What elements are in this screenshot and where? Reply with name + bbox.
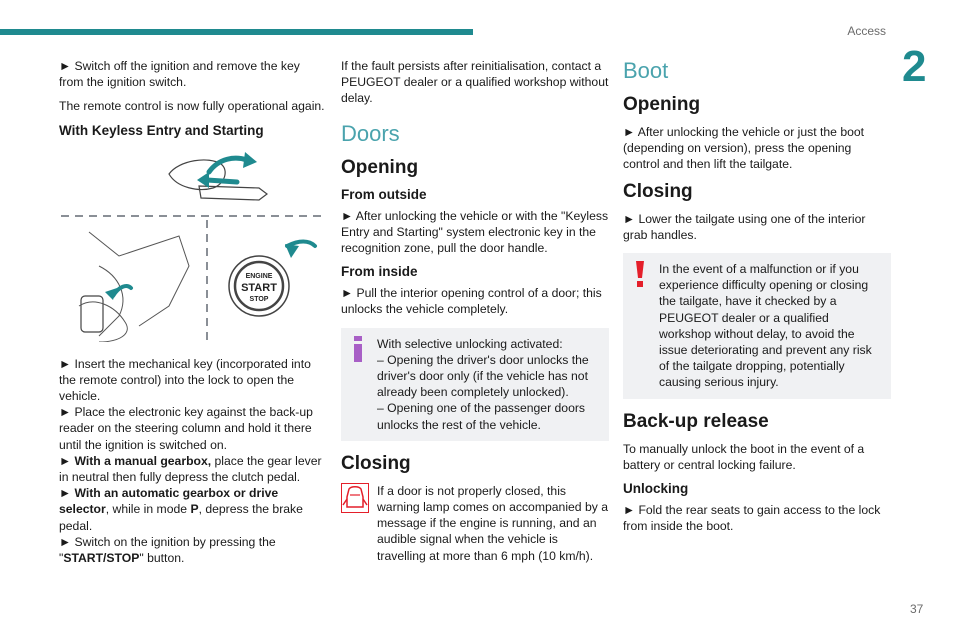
- button-label-start: START: [241, 282, 277, 294]
- section-title: Access: [847, 24, 886, 38]
- text: ► Switch on the ignition by pressing the…: [59, 534, 276, 566]
- bold-text: ► With an automatic gearbox or drive sel…: [59, 486, 279, 517]
- paragraph: If the fault persists after reinitialisa…: [341, 59, 609, 106]
- exclamation-warning-icon: [633, 261, 647, 292]
- note-line: With selective unlocking activated:: [377, 336, 563, 351]
- bold-text: START/STOP: [63, 551, 140, 566]
- paragraph: ► Pull the interior opening control of a…: [341, 286, 602, 317]
- bold-text: ► With a manual gearbox,: [59, 453, 212, 468]
- keyless-start-illustration: ENGINE START STOP: [59, 146, 327, 343]
- subheading-inside: From inside: [341, 264, 418, 280]
- paragraph: ► Fold the rear seats to gain access to …: [623, 503, 881, 534]
- chapter-number: 2: [902, 42, 927, 91]
- column-2: If the fault persists after reinitialisa…: [341, 58, 609, 572]
- heading-doors: Doors: [341, 120, 400, 146]
- button-label-engine: ENGINE: [246, 273, 273, 280]
- paragraph: ► With an automatic gearbox or drive sel…: [59, 485, 327, 534]
- paragraph: To manually unlock the boot in the event…: [623, 441, 865, 472]
- warning-text: In the event of a malfunction or if you …: [659, 262, 872, 390]
- column-1: ► Switch off the ignition and remove the…: [59, 58, 327, 574]
- heading-backup-release: Back-up release: [623, 410, 769, 432]
- paragraph: The remote control is now fully operatio…: [59, 99, 325, 114]
- paragraph: If a door is not properly closed, this w…: [377, 483, 609, 563]
- bold-text: P: [190, 502, 199, 517]
- heading-opening: Opening: [341, 156, 419, 178]
- door-warning: If a door is not properly closed, this w…: [341, 482, 609, 564]
- door-open-warning-lamp-icon: [341, 482, 369, 518]
- column-3: Boot Opening ► After unlocking the vehic…: [623, 58, 891, 542]
- button-label-stop: STOP: [250, 296, 269, 303]
- paragraph: ► Switch off the ignition and remove the…: [59, 59, 300, 90]
- text: , depress the brake pedal.: [59, 502, 303, 533]
- paragraph: ► Insert the mechanical key (incorporate…: [59, 356, 311, 404]
- heading-opening: Opening: [623, 94, 701, 115]
- paragraph: ► Switch on the ignition by pressing the…: [59, 534, 327, 566]
- text: place the gear lever in neutral then ful…: [59, 453, 322, 485]
- note-line: – Opening one of the passenger doors unl…: [377, 401, 586, 432]
- heading-boot: Boot: [623, 58, 669, 83]
- info-icon: [351, 335, 365, 367]
- paragraph: ► Lower the tailgate using one of the in…: [623, 211, 866, 242]
- text: " button.: [139, 551, 185, 566]
- paragraph: ► Place the electronic key against the b…: [59, 405, 313, 452]
- warning-note: In the event of a malfunction or if you …: [623, 253, 891, 399]
- subheading-outside: From outside: [341, 186, 427, 202]
- heading-closing: Closing: [341, 452, 411, 474]
- paragraph: ► After unlocking the vehicle or just th…: [623, 125, 865, 172]
- header-accent-bar: [0, 29, 473, 35]
- subheading-keyless: With Keyless Entry and Starting: [59, 122, 264, 138]
- paragraph: ► With a manual gearbox, place the gear …: [59, 453, 327, 485]
- keyless-start-drawing: ENGINE START STOP: [61, 151, 325, 343]
- note-line: – Opening the driver's door unlocks the …: [377, 352, 589, 400]
- subheading-unlocking: Unlocking: [623, 481, 689, 497]
- heading-closing: Closing: [623, 180, 693, 202]
- info-note: With selective unlocking activated: – Op…: [341, 327, 609, 441]
- text: , while in mode: [105, 502, 191, 517]
- paragraph: ► After unlocking the vehicle or with th…: [341, 208, 609, 256]
- page-number: 37: [910, 602, 924, 616]
